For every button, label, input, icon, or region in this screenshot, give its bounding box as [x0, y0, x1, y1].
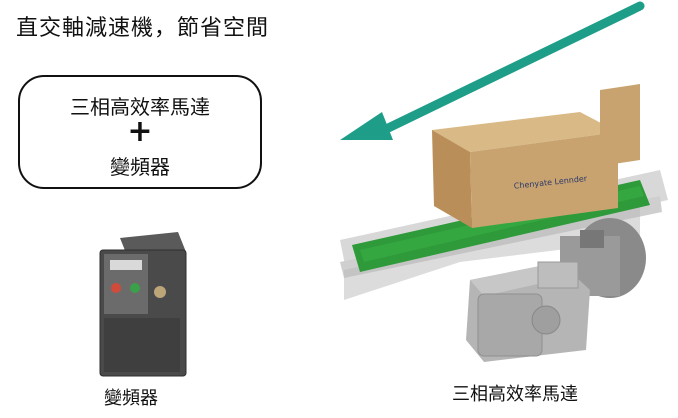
- callout-box: 三相高效率馬達 + 變頻器: [18, 75, 262, 189]
- callout-inverter-text: 變頻器: [110, 155, 170, 179]
- plus-sign: +: [127, 114, 153, 149]
- arrow-icon: [340, 1, 645, 140]
- cardboard-box-back: [600, 84, 640, 166]
- inverter-label: 變頻器: [104, 388, 158, 409]
- page-title: 直交軸減速機，節省空間: [16, 16, 270, 41]
- callout-motor-text: 三相高效率馬達: [70, 95, 210, 119]
- gear-motor: [466, 218, 646, 362]
- inverter-device: [99, 232, 187, 377]
- cardboard-box: Chenyate Lennder: [432, 112, 618, 228]
- motor-label: 三相高效率馬達: [452, 384, 578, 405]
